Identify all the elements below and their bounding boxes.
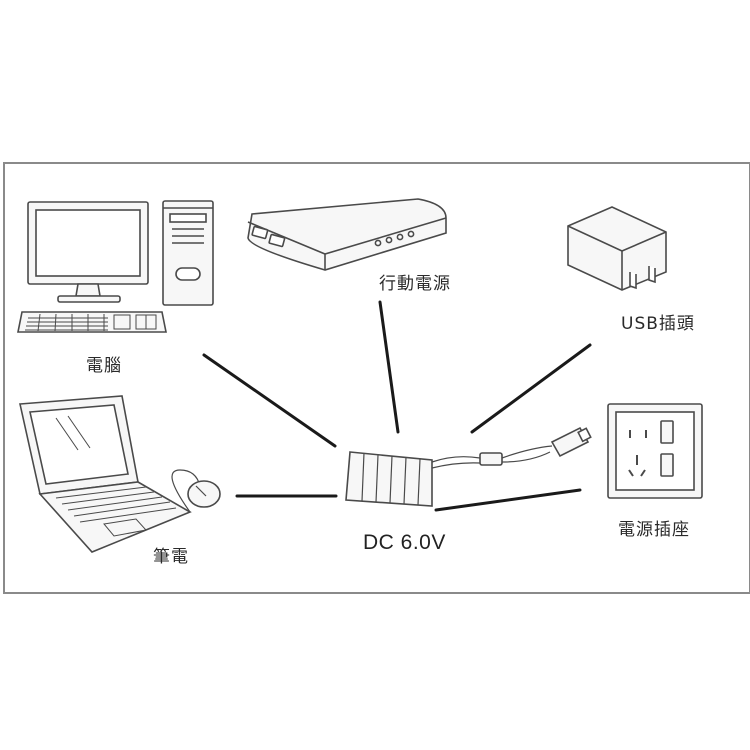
connector-line-computer bbox=[202, 353, 337, 448]
power-bank-icon bbox=[247, 198, 447, 271]
label-usb-plug: USB插頭 bbox=[621, 314, 695, 334]
usb-plug-adapter-icon bbox=[567, 206, 667, 291]
desktop-computer-icon bbox=[17, 200, 214, 333]
laptop-icon bbox=[19, 395, 221, 553]
connector-lines bbox=[202, 300, 592, 512]
battery-pack-icon bbox=[345, 426, 592, 507]
label-computer: 電腦 bbox=[86, 356, 122, 376]
label-battery-voltage: DC 6.0V bbox=[363, 531, 446, 554]
label-wall-socket: 電源插座 bbox=[618, 520, 690, 540]
label-power-bank: 行動電源 bbox=[379, 274, 451, 294]
connector-line-power-bank bbox=[378, 300, 400, 434]
connector-line-usb-plug bbox=[470, 343, 592, 434]
wall-socket-icon bbox=[607, 403, 703, 499]
label-laptop: 筆電 bbox=[153, 547, 189, 567]
connector-line-wall-socket bbox=[434, 488, 582, 512]
